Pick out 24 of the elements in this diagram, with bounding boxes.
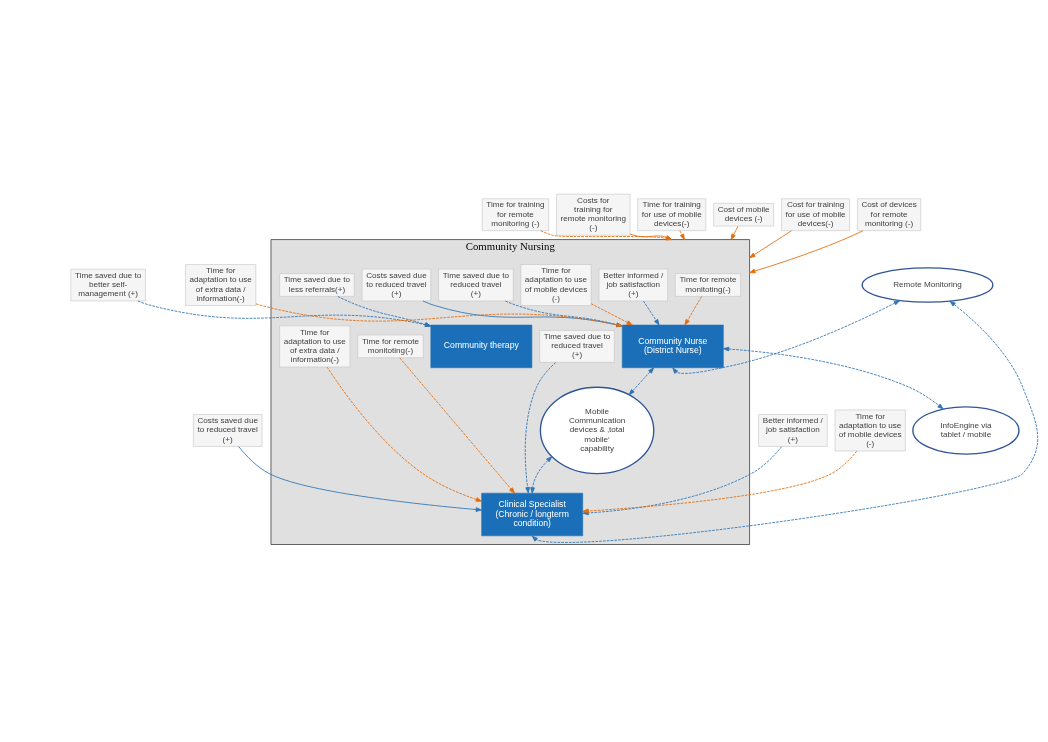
arrow: [590, 302, 633, 325]
arrow: [531, 300, 1039, 543]
arrow: [722, 346, 944, 409]
arrow: [255, 302, 623, 327]
node-box: Clinical Specialist (Chronic / longterm condition): [481, 492, 583, 536]
arrow: [326, 366, 482, 502]
arrow: [749, 229, 792, 258]
arrow: [749, 229, 864, 273]
node-box: Community Nurse (District Nurse): [621, 324, 724, 368]
arrow: [679, 229, 685, 240]
arrow: [399, 356, 515, 494]
arrow: [672, 299, 901, 374]
arrow: [137, 300, 432, 327]
arrow: [684, 295, 702, 325]
arrow: [238, 445, 482, 512]
arrow: [524, 361, 557, 493]
arrow: [628, 366, 655, 395]
arrow: [504, 300, 623, 327]
arrow: [643, 300, 660, 325]
arrow: [337, 295, 432, 327]
arrow: [422, 300, 623, 327]
node-box: Community therapy: [430, 324, 533, 368]
arrow: [530, 455, 553, 494]
arrow: [730, 225, 739, 240]
